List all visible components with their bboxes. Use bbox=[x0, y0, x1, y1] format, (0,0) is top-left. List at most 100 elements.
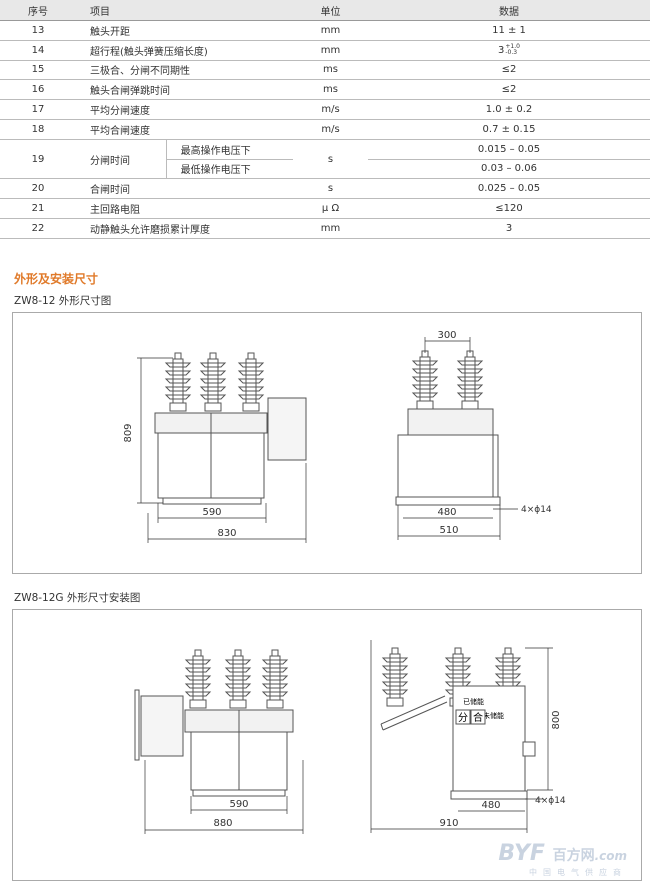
table-row: 21 主回路电阻 μ Ω ≤120 bbox=[0, 198, 650, 219]
row-data-value: 3 bbox=[498, 45, 505, 57]
row-data: 0.03 – 0.06 bbox=[368, 159, 650, 180]
figure1-title: ZW8-12 外形尺寸图 bbox=[14, 295, 112, 307]
dim-height: 809 bbox=[123, 423, 134, 442]
dim2-inner-width: 590 bbox=[229, 799, 248, 810]
row-subitem: 最高操作电压下 bbox=[165, 139, 293, 160]
table-row: 13 触头开距 mm 11 ± 1 bbox=[0, 20, 650, 41]
table-row: 19 分闸时间 最高操作电压下 s 0.015 – 0.05 bbox=[0, 139, 650, 180]
watermark-cn: 百方网 bbox=[552, 848, 595, 864]
dim-side-total: 510 bbox=[439, 525, 458, 536]
row-item: 主回路电阻 bbox=[76, 198, 293, 219]
dim-side-top: 300 bbox=[437, 330, 456, 341]
dim2-holes: 4×ϕ14 bbox=[535, 796, 566, 806]
row-item: 平均合闸速度 bbox=[76, 119, 293, 140]
table-row: 14 超行程(触头弹簧压缩长度) mm 3+1.0-0.3 bbox=[0, 40, 650, 61]
tolerance-upper: +1.0 bbox=[505, 43, 520, 51]
dim-inner-width: 590 bbox=[202, 507, 221, 518]
figure2-frame: 已储能 未储能 分 合 590 880 800 480 910 4×ϕ14 BY… bbox=[12, 609, 642, 881]
row-unit: μ Ω bbox=[293, 198, 368, 219]
close-box bbox=[470, 709, 486, 725]
table-row: 15 三极合、分闸不同期性 ms ≤2 bbox=[0, 60, 650, 81]
watermark-url: .com bbox=[594, 849, 627, 863]
row-unit: mm bbox=[293, 40, 368, 61]
label-open: 分 bbox=[458, 712, 468, 724]
row-data: 3 bbox=[368, 218, 650, 239]
row-item: 合闸时间 bbox=[76, 178, 293, 200]
side-dims-2 bbox=[370, 640, 553, 833]
row-no: 19 bbox=[0, 139, 76, 180]
row-unit: ms bbox=[293, 60, 368, 81]
table-row: 22 动静触头允许磨损累计厚度 mm 3 bbox=[0, 218, 650, 239]
section-title: 外形及安装尺寸 bbox=[14, 272, 99, 286]
row-item: 触头合闸弹跳时间 bbox=[76, 79, 293, 101]
row-no: 22 bbox=[0, 218, 76, 239]
row-unit: s bbox=[293, 139, 368, 180]
front-dims bbox=[137, 357, 307, 543]
dim-total-width: 830 bbox=[217, 528, 236, 539]
dim2-side-total: 910 bbox=[439, 818, 458, 829]
row-data: 11 ± 1 bbox=[368, 20, 650, 41]
table-row: 16 触头合闸弹跳时间 ms ≤2 bbox=[0, 79, 650, 101]
header-data: 数据 bbox=[368, 0, 650, 21]
tolerance-lower: -0.3 bbox=[505, 49, 518, 57]
spec-table: 序号 项目 单位 数据 13 触头开距 mm 11 ± 1 14 超行程(触头弹… bbox=[0, 0, 650, 239]
side-view-2 bbox=[380, 647, 536, 800]
row-unit: mm bbox=[293, 218, 368, 239]
figure2-title: ZW8-12G 外形尺寸安装图 bbox=[14, 592, 141, 604]
table-row: 20 合闸时间 s 0.025 – 0.05 bbox=[0, 178, 650, 200]
row-unit: m/s bbox=[293, 119, 368, 140]
row-item: 平均分闸速度 bbox=[76, 99, 293, 120]
row-no: 16 bbox=[0, 79, 76, 101]
table-row: 18 平均合闸速度 m/s 0.7 ± 0.15 bbox=[0, 119, 650, 140]
row-data: ≤2 bbox=[368, 79, 650, 101]
label-not-stored: 未储能 bbox=[483, 711, 504, 720]
dim-holes: 4×ϕ14 bbox=[521, 505, 552, 515]
table-row: 最低操作电压下 0.03 – 0.06 bbox=[0, 159, 650, 180]
row-unit: s bbox=[293, 178, 368, 200]
dim2-side-inner: 480 bbox=[481, 800, 500, 811]
row-unit: ms bbox=[293, 79, 368, 101]
header-no: 序号 bbox=[0, 0, 76, 21]
row-item: 分闸时间 bbox=[76, 139, 167, 180]
row-data: ≤120 bbox=[368, 198, 650, 219]
row-data: 0.025 – 0.05 bbox=[368, 178, 650, 200]
row-data: 1.0 ± 0.2 bbox=[368, 99, 650, 120]
row-unit: m/s bbox=[293, 99, 368, 120]
watermark-logo-text: BYF bbox=[498, 841, 545, 866]
figure1-drawing: 809 590 830 300 480 510 4×ϕ14 bbox=[123, 330, 552, 543]
row-no: 17 bbox=[0, 99, 76, 120]
row-no: 15 bbox=[0, 60, 76, 81]
row-no: 18 bbox=[0, 119, 76, 140]
dim2-total-width: 880 bbox=[213, 818, 232, 829]
front-view bbox=[154, 352, 307, 505]
watermark-logo: BYF 百方网.com bbox=[498, 841, 627, 866]
figure1-frame: 809 590 830 300 480 510 4×ϕ14 bbox=[12, 312, 642, 574]
label-close: 合 bbox=[473, 711, 483, 724]
row-no: 21 bbox=[0, 198, 76, 219]
row-data: 0.7 ± 0.15 bbox=[368, 119, 650, 140]
table-row: 17 平均分闸速度 m/s 1.0 ± 0.2 bbox=[0, 99, 650, 120]
row-no: 13 bbox=[0, 20, 76, 41]
row-item: 触头开距 bbox=[76, 20, 293, 41]
row-item: 动静触头允许磨损累计厚度 bbox=[76, 218, 293, 239]
label-stored: 已储能 bbox=[463, 697, 484, 706]
front-dims-2 bbox=[144, 760, 304, 834]
header-unit: 单位 bbox=[293, 0, 368, 21]
watermark-sub: 中国电气供应商 bbox=[529, 868, 627, 877]
figure2-drawing: 已储能 未储能 分 合 590 880 800 480 910 4×ϕ14 bbox=[134, 640, 566, 834]
row-unit: mm bbox=[293, 20, 368, 41]
row-data: 3+1.0-0.3 bbox=[368, 40, 650, 61]
dim-side-inner: 480 bbox=[437, 507, 456, 518]
row-data: 0.015 – 0.05 bbox=[368, 139, 650, 160]
open-box bbox=[455, 709, 471, 725]
dim2-height: 800 bbox=[551, 710, 562, 729]
row-no: 20 bbox=[0, 178, 76, 200]
table-header-row: 序号 项目 单位 数据 bbox=[0, 0, 650, 21]
row-data: ≤2 bbox=[368, 60, 650, 81]
front-view-2 bbox=[134, 649, 294, 797]
row-subitem: 最低操作电压下 bbox=[165, 159, 293, 180]
row-item: 三极合、分闸不同期性 bbox=[76, 60, 293, 81]
side-view bbox=[395, 350, 501, 506]
side-dims bbox=[397, 337, 518, 540]
row-item: 超行程(触头弹簧压缩长度) bbox=[76, 40, 293, 61]
